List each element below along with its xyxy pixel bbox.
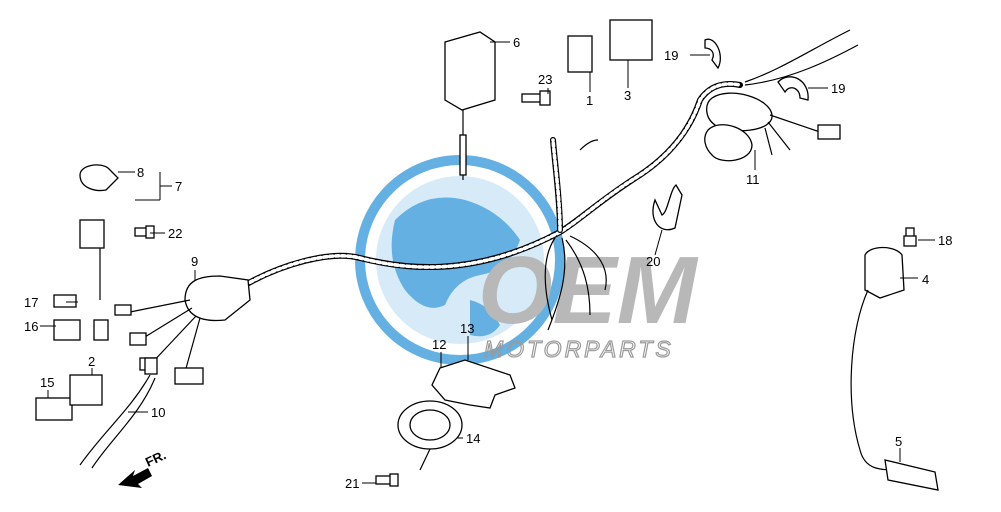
leader-lines	[40, 41, 935, 484]
label-part-4: 4	[922, 272, 929, 287]
part-17	[53, 294, 77, 308]
horn-14	[397, 400, 463, 471]
globe-logo-icon	[355, 155, 565, 365]
label-part-20: 20	[646, 254, 660, 269]
label-part-7: 7	[175, 179, 182, 194]
clip-19-right	[777, 76, 809, 101]
connector-7b	[93, 319, 109, 341]
part-2	[69, 374, 103, 406]
label-part-2: 2	[88, 354, 95, 369]
label-part-23: 23	[538, 72, 552, 87]
label-part-21: 21	[345, 476, 359, 491]
control-unit-3	[609, 19, 653, 61]
watermark-text: MOTORPARTS	[484, 336, 674, 362]
bolt-22	[134, 225, 155, 239]
label-part-12: 12	[432, 337, 446, 352]
label-part-8: 8	[137, 165, 144, 180]
label-part-14: 14	[466, 431, 480, 446]
bolt-21	[375, 473, 399, 487]
part-15	[35, 397, 73, 421]
direction-arrow: FR.	[118, 447, 168, 488]
cover-tube-11	[704, 92, 841, 162]
harness-boot-9	[114, 275, 251, 385]
label-part-3: 3	[624, 88, 631, 103]
clip-20	[652, 184, 683, 231]
label-part-6: 6	[513, 35, 520, 50]
label-part-22: 22	[168, 226, 182, 241]
label-part-17: 17	[24, 295, 38, 310]
label-part-5: 5	[895, 434, 902, 449]
direction-label: FR.	[143, 447, 168, 469]
main-harness	[242, 29, 859, 331]
coil-7	[79, 219, 105, 249]
label-part-9: 9	[191, 254, 198, 269]
sub-harness-10	[79, 357, 158, 469]
relay-1	[567, 35, 593, 73]
cable-grip-5	[884, 459, 939, 491]
bolt-18	[903, 227, 917, 247]
part-number-labels: 1 2 3 4 5 6 7 8 9 10 11 12 13 14 15 16 1…	[24, 35, 952, 491]
bracket-12-13	[431, 359, 516, 409]
label-part-19-right: 19	[831, 81, 845, 96]
label-part-11: 11	[746, 172, 760, 187]
label-part-19-upper: 19	[664, 48, 678, 63]
label-part-15: 15	[40, 375, 54, 390]
label-part-13: 13	[460, 321, 474, 336]
label-part-10: 10	[151, 405, 165, 420]
label-part-16: 16	[24, 319, 38, 334]
label-part-18: 18	[938, 233, 952, 248]
regulator-6	[444, 31, 496, 180]
switch-4	[850, 246, 905, 471]
bracket-8	[79, 164, 119, 192]
bolt-23	[521, 90, 551, 106]
clip-19-upper	[704, 38, 721, 70]
label-part-1: 1	[586, 93, 593, 108]
part-16	[53, 319, 81, 341]
